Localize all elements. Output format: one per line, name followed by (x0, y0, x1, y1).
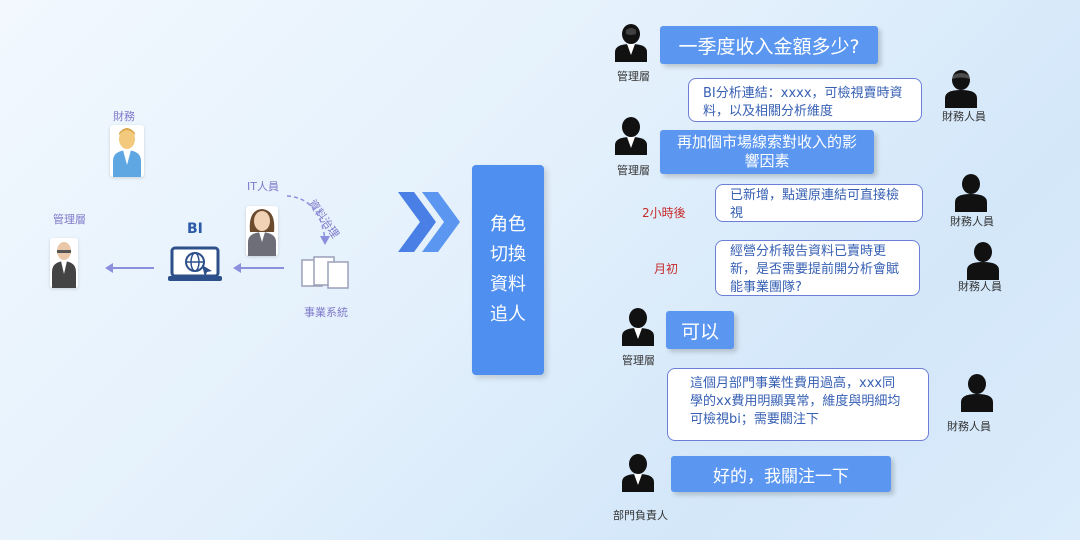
a1-bubble: BI分析連結：xxxx，可檢視賣時資料，以及相關分析維度 (688, 78, 922, 122)
it-avatar (246, 206, 278, 256)
role-box-text: 角色 切換 資料 追人 (488, 210, 528, 330)
role-line-4: 追人 (490, 304, 526, 325)
mgmt-avatar-icon (614, 22, 648, 62)
business-system-icon (300, 254, 354, 292)
arrow-bi-to-mgmt (105, 263, 154, 273)
a3-time: 月初 (654, 262, 679, 276)
a4-bubble: 這個月部門事業性費用過高，xxx同學的xx費用明顯異常，維度與明細均可檢視bi；… (667, 368, 929, 441)
finance-avatar (110, 125, 144, 177)
a4-speaker: 財務人員 (947, 420, 991, 433)
q3-bubble: 可以 (666, 311, 734, 349)
finance-staff-avatar-icon (966, 240, 1000, 280)
mgmt-avatar-icon (621, 306, 655, 346)
finance-staff-avatar-icon (954, 172, 988, 212)
role-line-3: 資料 (490, 274, 526, 295)
q4-speaker: 部門負責人 (613, 509, 668, 522)
finance-label: 財務 (113, 110, 135, 123)
role-line-2: 切換 (490, 244, 526, 265)
q1-speaker: 管理層 (617, 70, 650, 83)
finance-staff-avatar-icon (960, 372, 994, 412)
business-system-label: 事業系統 (304, 306, 348, 319)
mgmt-avatar-left (50, 238, 78, 288)
a2-time: 2小時後 (642, 206, 686, 220)
q4-bubble: 好的，我關注一下 (671, 456, 891, 492)
chevron-right-icon (398, 192, 460, 252)
q2-speaker: 管理層 (617, 164, 650, 177)
it-label: IT人員 (247, 180, 279, 193)
a3-speaker: 財務人員 (958, 280, 1002, 293)
bi-icon (168, 245, 222, 285)
mgmt-avatar-icon (614, 115, 648, 155)
q3-speaker: 管理層 (622, 354, 655, 367)
mgmt-label-left: 管理層 (53, 213, 86, 226)
a1-speaker: 財務人員 (942, 110, 986, 123)
role-line-1: 角色 (490, 214, 526, 235)
curved-arrow (286, 195, 330, 245)
arrow-system-to-bi (233, 263, 284, 273)
a2-speaker: 財務人員 (950, 215, 994, 228)
dept-head-avatar-icon (621, 452, 655, 492)
a2-bubble: 已新增，點選原連結可直接檢視 (715, 184, 923, 222)
a3-bubble: 經營分析報告資料已賣時更新，是否需要提前開分析會賦能事業團隊? (715, 240, 920, 296)
role-switch-box: 角色 切換 資料 追人 (472, 165, 544, 375)
q2-bubble: 再加個市場線索對收入的影響因素 (660, 130, 874, 174)
bi-label: BI (187, 221, 203, 237)
finance-staff-avatar-icon (944, 68, 978, 108)
q1-bubble: 一季度收入金額多少? (660, 26, 878, 64)
